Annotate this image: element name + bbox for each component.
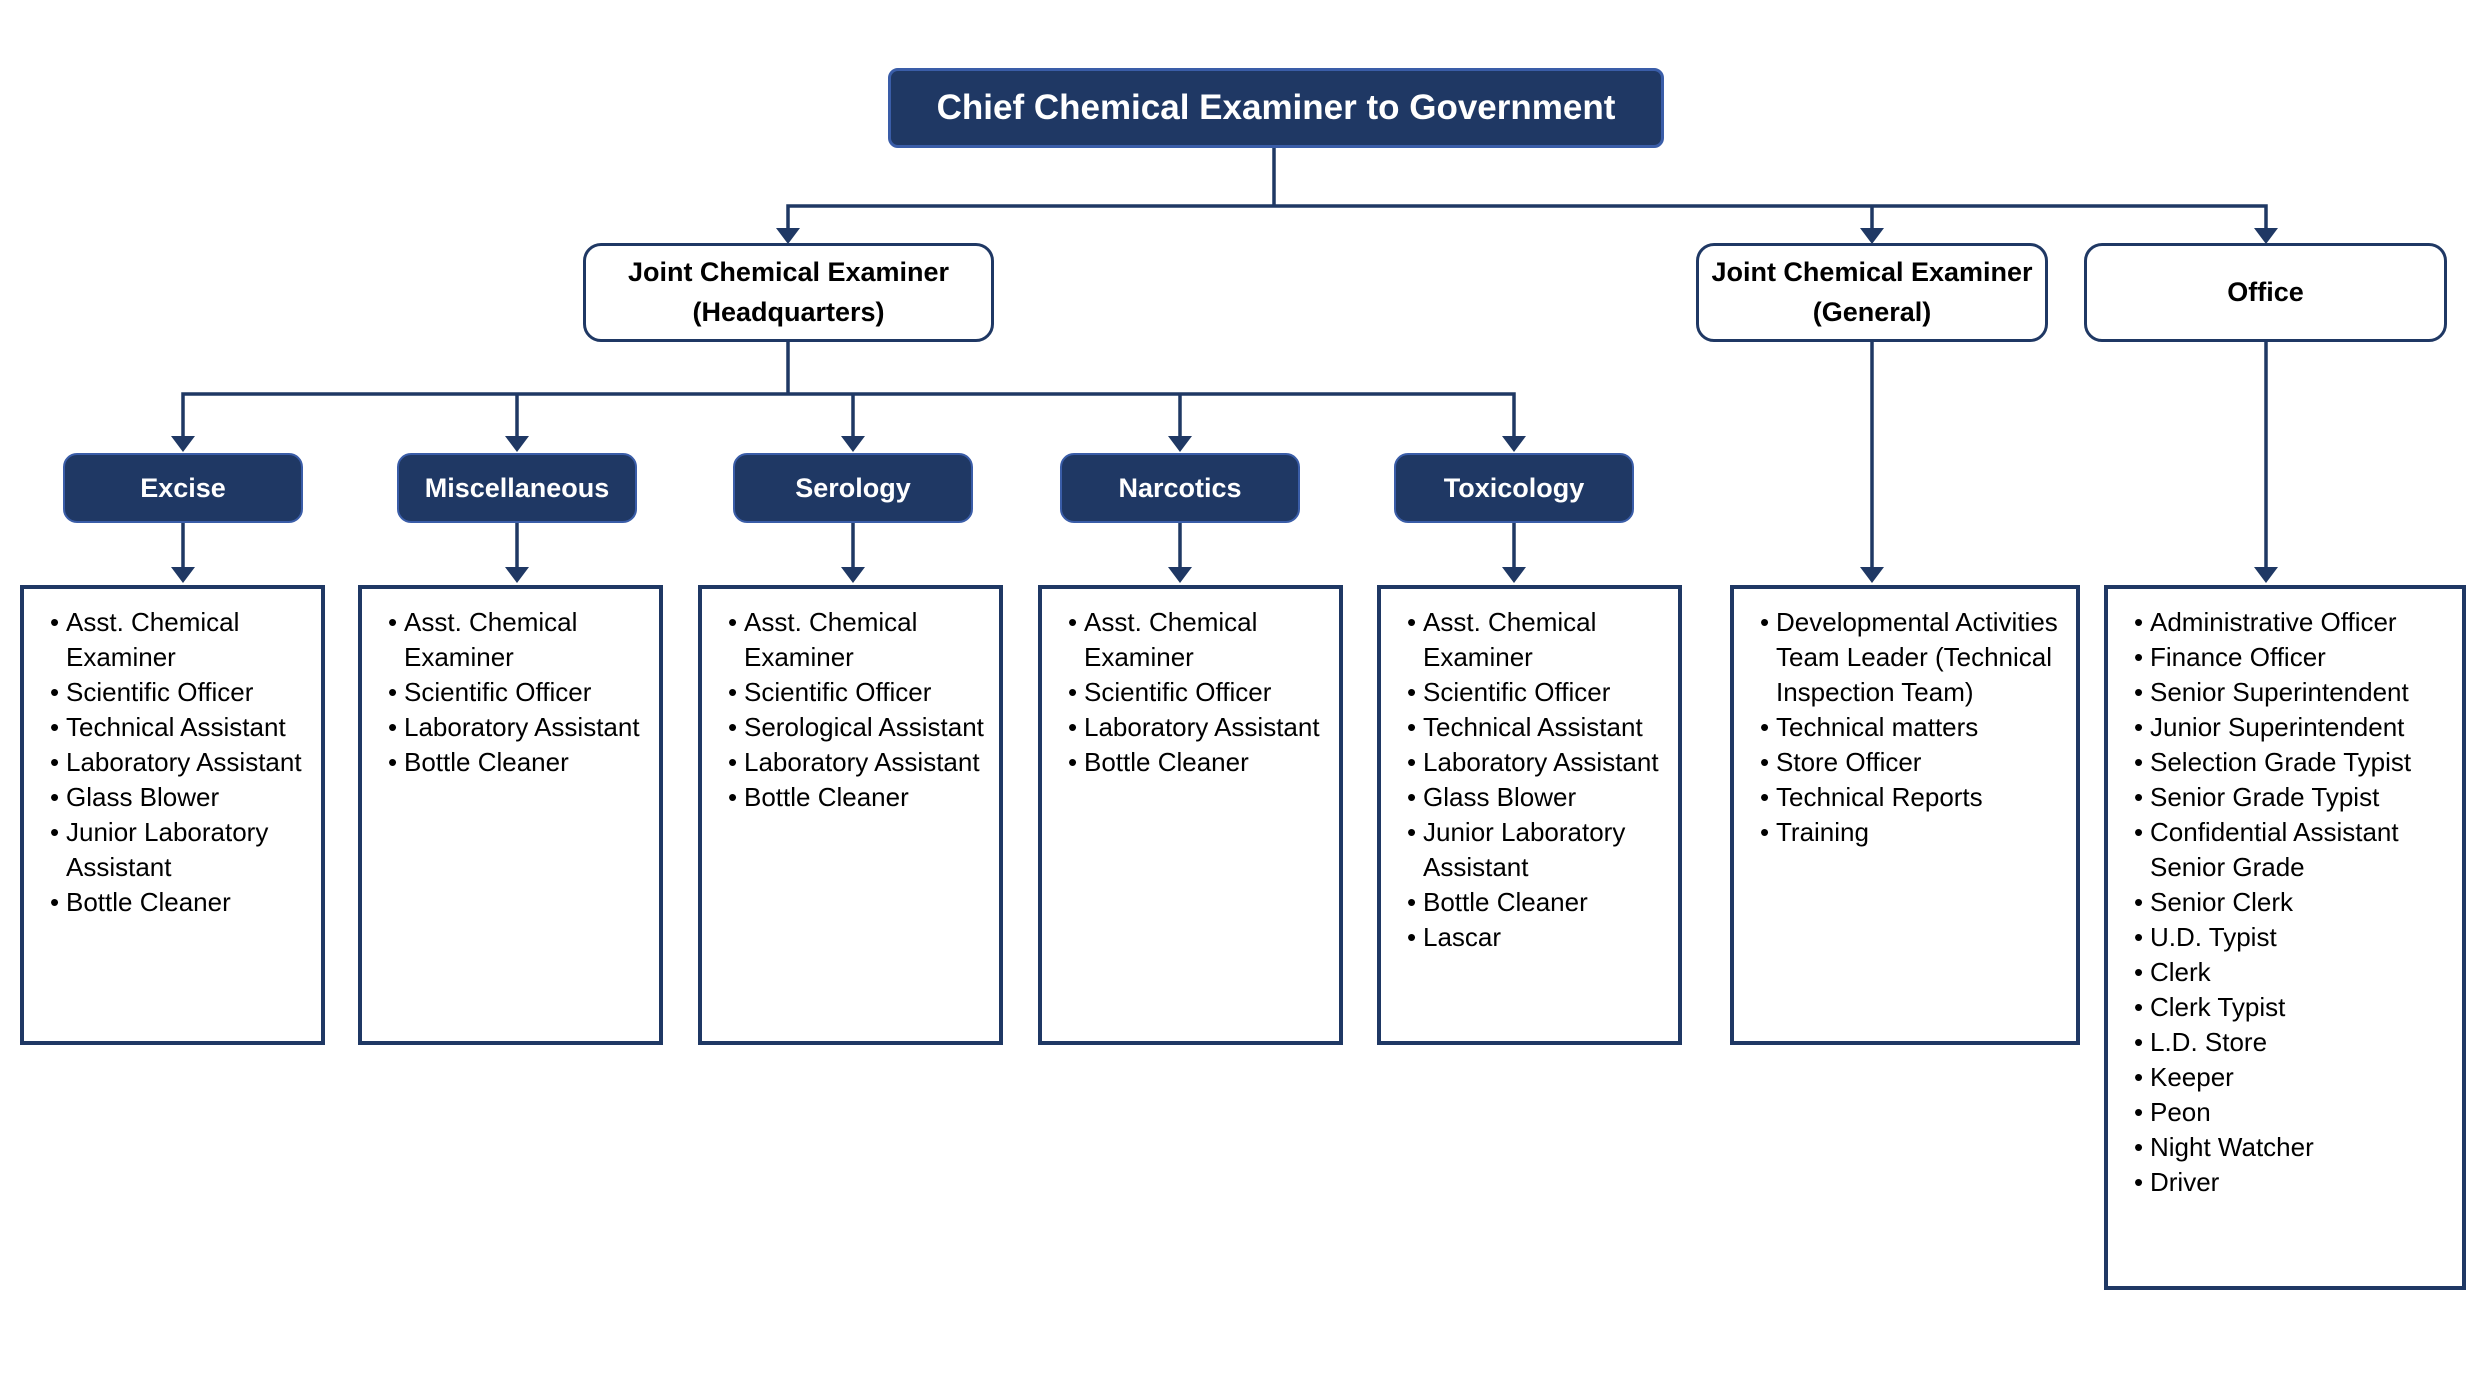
list-item: Asst. Chemical Examiner	[388, 605, 651, 675]
node-label: Miscellaneous	[424, 472, 610, 503]
node-toxicology: Toxicology	[1394, 453, 1634, 523]
node-label: Chief Chemical Examiner to Government	[936, 88, 1616, 127]
list-item: Peon	[2134, 1095, 2454, 1130]
list-item: Finance Officer	[2134, 640, 2454, 675]
list-item: Night Watcher	[2134, 1130, 2454, 1165]
list-item: Bottle Cleaner	[728, 780, 991, 815]
arrowhead-to-serology	[841, 436, 865, 452]
list-item: Developmental Activities Team Leader (Te…	[1760, 605, 2068, 710]
connector-hq-to-divisions	[171, 340, 1526, 452]
list-item: L.D. Store	[2134, 1025, 2454, 1060]
list-item: Administrative Officer	[2134, 605, 2454, 640]
list-item: Scientific Officer	[1407, 675, 1670, 710]
list-item: Junior Laboratory Assistant	[1407, 815, 1670, 885]
arrowhead-to-narcotics	[1168, 436, 1192, 452]
staff-list-miscellaneous: Asst. Chemical ExaminerScientific Office…	[358, 585, 663, 1045]
arrowhead-to-excise-list	[171, 567, 195, 583]
list-item: Confidential Assistant Senior Grade	[2134, 815, 2454, 885]
node-label: Narcotics	[1118, 472, 1242, 503]
list-item: Laboratory Assistant	[1068, 710, 1331, 745]
list-item: U.D. Typist	[2134, 920, 2454, 955]
list-item: Laboratory Assistant	[388, 710, 651, 745]
list-item: Laboratory Assistant	[50, 745, 313, 780]
staff-list-narcotics: Asst. Chemical ExaminerScientific Office…	[1038, 585, 1343, 1045]
connector-divisions-to-lists	[171, 521, 1526, 583]
arrowhead-to-toxicology-list	[1502, 567, 1526, 583]
list-item: Asst. Chemical Examiner	[1407, 605, 1670, 675]
list-item: Senior Grade Typist	[2134, 780, 2454, 815]
list-item: Scientific Officer	[388, 675, 651, 710]
connector-general-office-to-lists	[1860, 340, 2278, 583]
list-item: Clerk	[2134, 955, 2454, 990]
node-label-line2: (General)	[1812, 296, 1932, 327]
list-item: Technical Assistant	[50, 710, 313, 745]
node-label: Excise	[140, 472, 226, 503]
list-item: Laboratory Assistant	[728, 745, 991, 780]
list-item: Asst. Chemical Examiner	[1068, 605, 1331, 675]
list-item: Senior Clerk	[2134, 885, 2454, 920]
staff-list-excise: Asst. Chemical ExaminerScientific Office…	[20, 585, 325, 1045]
node-serology: Serology	[733, 453, 973, 523]
list-item: Training	[1760, 815, 2068, 850]
list-item: Laboratory Assistant	[1407, 745, 1670, 780]
list-item: Keeper	[2134, 1060, 2454, 1095]
list-item: Serological Assistant	[728, 710, 991, 745]
arrowhead-to-jce-general	[1860, 228, 1884, 244]
list-item: Technical Reports	[1760, 780, 2068, 815]
list-item: Store Officer	[1760, 745, 2068, 780]
list-item: Lascar	[1407, 920, 1670, 955]
list-item: Technical Assistant	[1407, 710, 1670, 745]
arrowhead-to-serology-list	[841, 567, 865, 583]
list-item: Bottle Cleaner	[50, 885, 313, 920]
arrowhead-to-excise	[171, 436, 195, 452]
node-label-line2: (Headquarters)	[692, 296, 885, 327]
list-item: Scientific Officer	[50, 675, 313, 710]
list-item: Driver	[2134, 1165, 2454, 1200]
node-miscellaneous: Miscellaneous	[397, 453, 637, 523]
list-item: Junior Laboratory Assistant	[50, 815, 313, 885]
arrowhead-to-office	[2254, 228, 2278, 244]
list-item: Junior Superintendent	[2134, 710, 2454, 745]
list-item: Scientific Officer	[1068, 675, 1331, 710]
list-item: Technical matters	[1760, 710, 2068, 745]
connector-root-to-level2	[776, 146, 2278, 244]
arrowhead-to-office-list	[2254, 567, 2278, 583]
list-item: Selection Grade Typist	[2134, 745, 2454, 780]
staff-list-jce-general: Developmental Activities Team Leader (Te…	[1730, 585, 2080, 1045]
node-office: Office	[2084, 243, 2447, 342]
node-label: Serology	[795, 472, 911, 503]
list-item: Clerk Typist	[2134, 990, 2454, 1025]
arrowhead-to-jce-headquarters	[776, 228, 800, 244]
node-label-line1: Joint Chemical Examiner	[1711, 257, 2033, 288]
node-excise: Excise	[63, 453, 303, 523]
list-item: Bottle Cleaner	[1068, 745, 1331, 780]
node-chief-chemical-examiner: Chief Chemical Examiner to Government	[888, 68, 1664, 148]
list-item: Scientific Officer	[728, 675, 991, 710]
node-label-line1: Office	[2227, 276, 2304, 307]
node-label-line1: Joint Chemical Examiner	[627, 257, 950, 288]
list-item: Glass Blower	[1407, 780, 1670, 815]
list-item: Asst. Chemical Examiner	[728, 605, 991, 675]
arrowhead-to-narcotics-list	[1168, 567, 1192, 583]
staff-list-toxicology: Asst. Chemical ExaminerScientific Office…	[1377, 585, 1682, 1045]
arrowhead-to-miscellaneous-list	[505, 567, 529, 583]
arrowhead-to-toxicology	[1502, 436, 1526, 452]
node-jce-general: Joint Chemical Examiner (General)	[1696, 243, 2048, 342]
arrowhead-to-general-list	[1860, 567, 1884, 583]
list-item: Bottle Cleaner	[388, 745, 651, 780]
list-item: Bottle Cleaner	[1407, 885, 1670, 920]
list-item: Glass Blower	[50, 780, 313, 815]
arrowhead-to-miscellaneous	[505, 436, 529, 452]
node-narcotics: Narcotics	[1060, 453, 1300, 523]
staff-list-serology: Asst. Chemical ExaminerScientific Office…	[698, 585, 1003, 1045]
node-jce-headquarters: Joint Chemical Examiner (Headquarters)	[583, 243, 994, 342]
list-item: Asst. Chemical Examiner	[50, 605, 313, 675]
list-item: Senior Superintendent	[2134, 675, 2454, 710]
staff-list-office: Administrative OfficerFinance OfficerSen…	[2104, 585, 2466, 1290]
node-label: Toxicology	[1443, 472, 1585, 503]
